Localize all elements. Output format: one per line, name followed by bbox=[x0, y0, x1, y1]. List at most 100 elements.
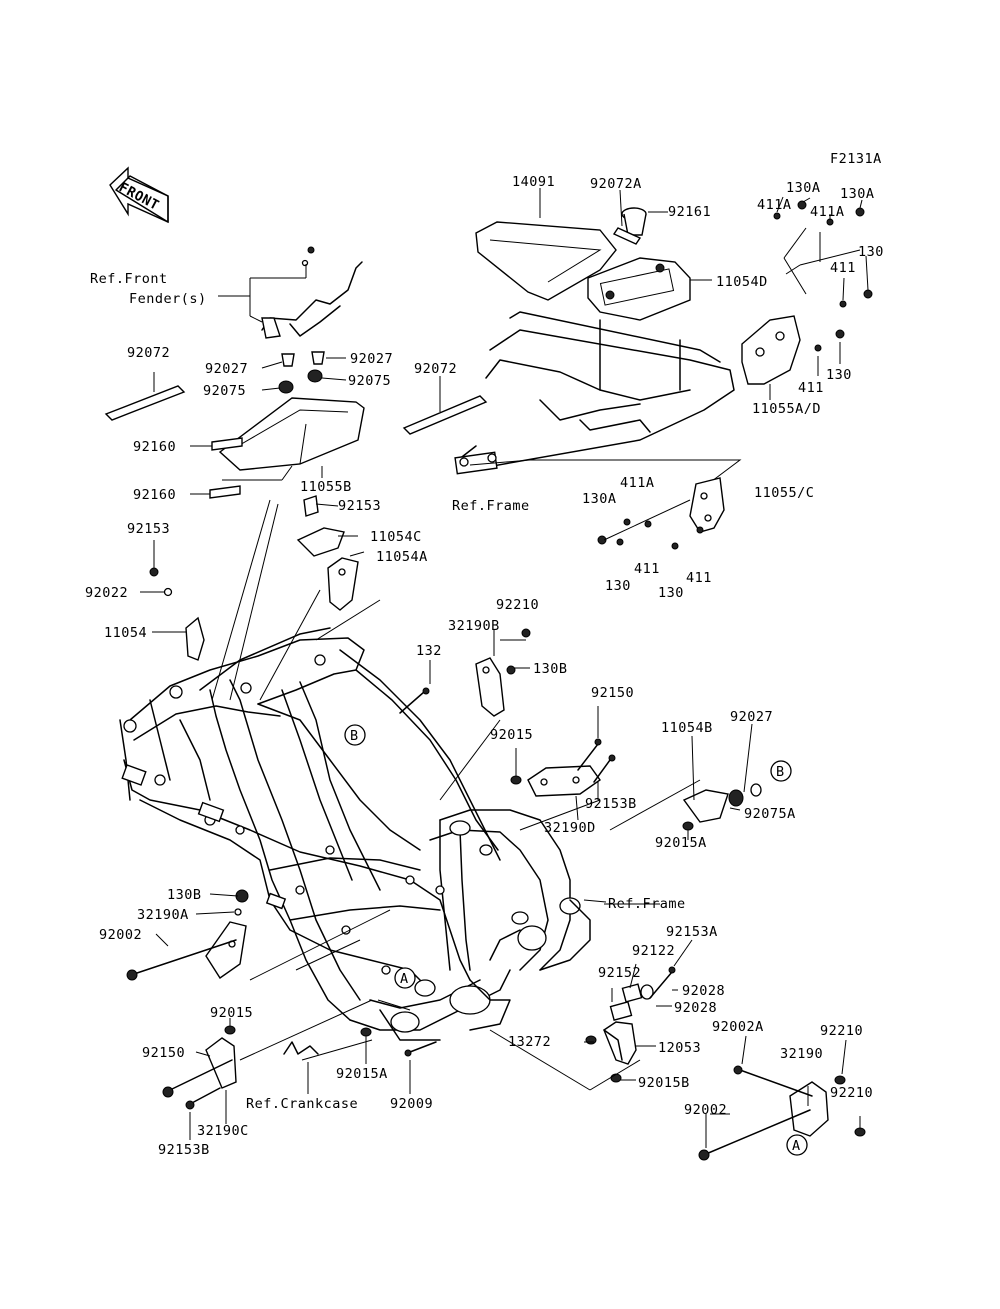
part-number: 411 bbox=[830, 260, 856, 276]
part-number: 92002 bbox=[684, 1102, 727, 1118]
leader-lines bbox=[140, 188, 869, 1148]
part-number: 130 bbox=[605, 578, 631, 594]
part-number: 12053 bbox=[658, 1040, 701, 1056]
ref-frame-label-right: Ref.Frame bbox=[608, 896, 686, 912]
part-number: 11055/C bbox=[754, 485, 814, 501]
part-number: 130B bbox=[167, 887, 202, 903]
battery-box-11054D bbox=[587, 257, 691, 321]
battery-case-14091 bbox=[475, 192, 617, 301]
part-number: 92028 bbox=[682, 983, 725, 999]
part-number: 411 bbox=[686, 570, 712, 586]
part-number: 130 bbox=[658, 585, 684, 601]
bolt-132 bbox=[399, 687, 430, 714]
part-number: 92210 bbox=[496, 597, 539, 613]
part-number: 92027 bbox=[205, 361, 248, 377]
part-number: 130A bbox=[840, 186, 875, 202]
part-number: 92210 bbox=[820, 1023, 863, 1039]
part-number: 11054D bbox=[716, 274, 768, 290]
part-number: 130A bbox=[582, 491, 617, 507]
part-number: 11055A/D bbox=[752, 401, 821, 417]
part-number: 11054A bbox=[376, 549, 428, 565]
marker-b-left: B bbox=[344, 724, 366, 746]
svg-text:B: B bbox=[776, 764, 785, 780]
part-number: 92075 bbox=[348, 373, 391, 389]
part-number: 92072 bbox=[127, 345, 170, 361]
part-number: 92153A bbox=[666, 924, 718, 940]
rear-subframe bbox=[454, 311, 742, 491]
part-number-labels: 14091 92072A 92161 130A 130A 411A 411A 1… bbox=[85, 174, 884, 1158]
figure-code: F2131A bbox=[830, 151, 882, 167]
part-number: 92160 bbox=[133, 439, 176, 455]
bracket-11054 bbox=[149, 567, 205, 661]
part-number: 32190B bbox=[448, 618, 500, 634]
bracket-32190C bbox=[162, 1025, 237, 1110]
tray-11055B bbox=[209, 397, 365, 499]
part-number: 92075A bbox=[744, 806, 796, 822]
part-number: 411A bbox=[620, 475, 655, 491]
part-number: 14091 bbox=[512, 174, 555, 190]
part-number: 92015 bbox=[210, 1005, 253, 1021]
front-fender-bracket bbox=[261, 246, 363, 339]
marker-a-right: A bbox=[786, 1134, 808, 1156]
part-number: 130 bbox=[826, 367, 852, 383]
part-number: 92022 bbox=[85, 585, 128, 601]
part-number: 92150 bbox=[142, 1045, 185, 1061]
main-frame bbox=[119, 627, 591, 1041]
part-number: 92075 bbox=[203, 383, 246, 399]
lower-center-parts bbox=[360, 1027, 437, 1057]
part-number: 92028 bbox=[674, 1000, 717, 1016]
marker-b-right: B bbox=[770, 760, 792, 782]
part-number: 92015 bbox=[490, 727, 533, 743]
bracket-32190D bbox=[510, 738, 616, 797]
part-number: 92152 bbox=[598, 965, 641, 981]
part-number: 92009 bbox=[390, 1096, 433, 1112]
ref-front-fender-label-2: Fender(s) bbox=[129, 291, 207, 307]
part-number: 32190C bbox=[197, 1123, 249, 1139]
front-direction-arrow: FRONT bbox=[109, 166, 169, 224]
part-number: 13272 bbox=[508, 1034, 551, 1050]
part-number: 11054C bbox=[370, 529, 422, 545]
ref-crankcase-label: Ref.Crankcase bbox=[246, 1096, 358, 1112]
grommets-upper-left bbox=[278, 351, 325, 394]
part-number: 130A bbox=[786, 180, 821, 196]
part-number: 130 bbox=[858, 244, 884, 260]
bracket-11054A bbox=[327, 557, 359, 611]
part-number: 92002 bbox=[99, 927, 142, 943]
strap-92072-left bbox=[104, 372, 186, 421]
part-number: 130B bbox=[533, 661, 568, 677]
part-number: 92161 bbox=[668, 204, 711, 220]
marker-a-left: A bbox=[394, 967, 416, 989]
part-number: 92072 bbox=[414, 361, 457, 377]
part-number: 92122 bbox=[632, 943, 675, 959]
crankcase-clip bbox=[283, 1041, 319, 1055]
part-number: 411A bbox=[810, 204, 845, 220]
part-number: 411A bbox=[757, 197, 792, 213]
bracket-32190B bbox=[475, 628, 531, 717]
part-number: 11054 bbox=[104, 625, 147, 641]
ref-front-fender-label-1: Ref.Front bbox=[90, 271, 168, 287]
bracket-11055C bbox=[597, 477, 725, 550]
part-number: 32190D bbox=[544, 820, 596, 836]
part-number: 92015B bbox=[638, 1075, 690, 1091]
part-number: 92210 bbox=[830, 1085, 873, 1101]
part-number: 92150 bbox=[591, 685, 634, 701]
part-number: 11055B bbox=[300, 479, 352, 495]
svg-text:A: A bbox=[792, 1138, 801, 1154]
part-number: 411 bbox=[798, 380, 824, 396]
ref-frame-label-upper: Ref.Frame bbox=[452, 498, 530, 514]
part-number: 92027 bbox=[730, 709, 773, 725]
bracket-32190 bbox=[698, 1065, 866, 1161]
part-number: 32190A bbox=[137, 907, 189, 923]
part-number: 92153 bbox=[127, 521, 170, 537]
svg-text:B: B bbox=[350, 728, 359, 744]
bracket-11054C bbox=[296, 495, 345, 557]
svg-text:A: A bbox=[400, 971, 409, 987]
part-number: 92153B bbox=[158, 1142, 210, 1158]
bracket-32190A bbox=[126, 889, 249, 981]
part-number: 92153B bbox=[585, 796, 637, 812]
part-number: 92015A bbox=[655, 835, 707, 851]
part-number: 92027 bbox=[350, 351, 393, 367]
part-number: 92160 bbox=[133, 487, 176, 503]
bracket-11054B bbox=[682, 783, 762, 831]
